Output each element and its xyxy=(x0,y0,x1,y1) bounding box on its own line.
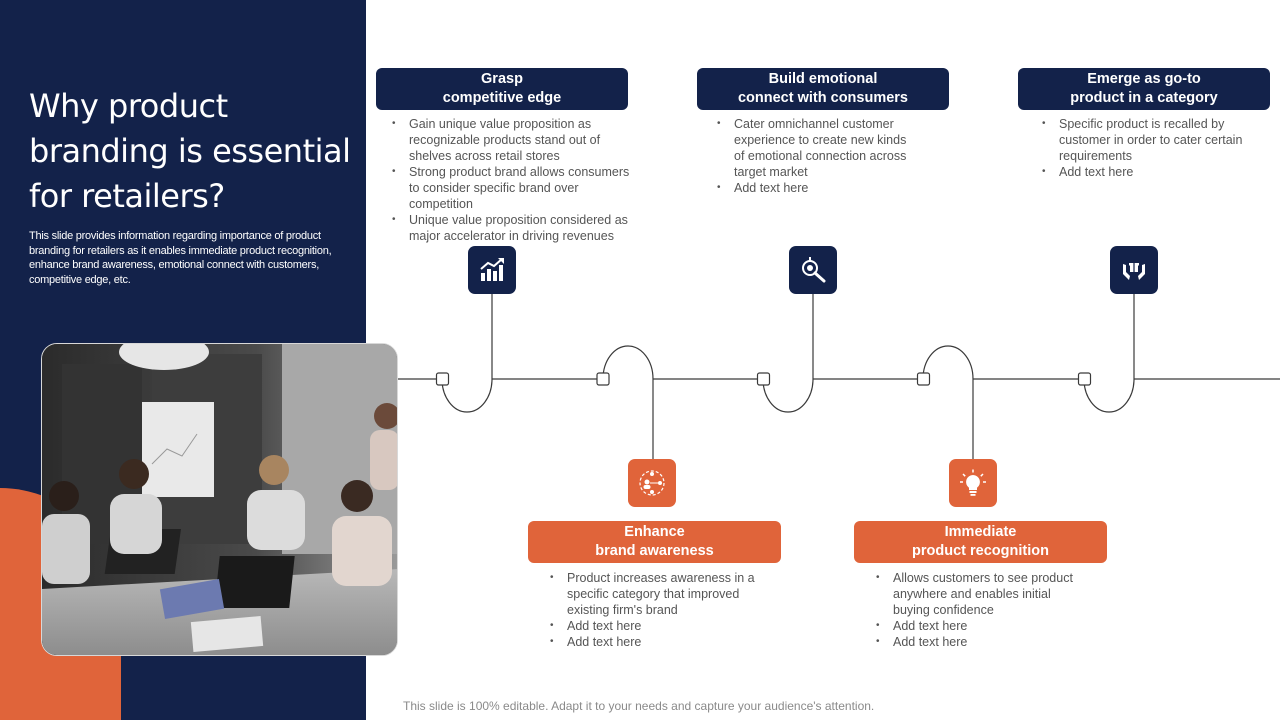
timeline-loop-down-2 xyxy=(762,378,814,413)
bullet-item: Strong product brand allows consumers to… xyxy=(391,164,641,212)
header-immediate-product-recognition: Immediate product recognition xyxy=(854,521,1107,563)
bullet-item: Allows customers to see product anywhere… xyxy=(875,570,1090,618)
footer-note: This slide is 100% editable. Adapt it to… xyxy=(403,699,875,713)
bullet-item: Specific product is recalled by customer… xyxy=(1041,116,1246,164)
bullet-item: Add text here xyxy=(875,634,1090,650)
bullet-item: Add text here xyxy=(875,618,1090,634)
bullet-item: Product increases awareness in a specifi… xyxy=(549,570,764,618)
timeline-loop-down-1 xyxy=(441,378,493,413)
header-enhance-brand-awareness: Enhance brand awareness xyxy=(528,521,781,563)
timeline-node xyxy=(756,372,771,386)
timeline-node xyxy=(596,372,610,386)
bullet-item: Gain unique value proposition as recogni… xyxy=(391,116,641,164)
network-people-icon xyxy=(628,459,676,507)
timeline-loop-down-3 xyxy=(1083,378,1135,413)
bullets-immediate-product-recognition: Allows customers to see product anywhere… xyxy=(875,570,1090,650)
slide-subtitle: This slide provides information regardin… xyxy=(29,230,332,286)
header-emerge-go-to-product: Emerge as go-to product in a category xyxy=(1018,68,1270,110)
bullets-enhance-brand-awareness: Product increases awareness in a specifi… xyxy=(549,570,764,650)
bullets-grasp-competitive-edge: Gain unique value proposition as recogni… xyxy=(391,116,641,244)
lightbulb-icon xyxy=(949,459,997,507)
team-meeting-photo xyxy=(41,343,398,656)
header-build-emotional-connect: Build emotional connect with consumers xyxy=(697,68,949,110)
header-grasp-competitive-edge: Grasp competitive edge xyxy=(376,68,628,110)
bullets-build-emotional-connect: Cater omnichannel customer experience to… xyxy=(716,116,916,196)
search-target-icon xyxy=(789,246,837,294)
bullet-item: Add text here xyxy=(716,180,916,196)
bullet-item: Unique value proposition considered as m… xyxy=(391,212,641,244)
slide-title: Why product branding is essential for re… xyxy=(29,87,351,215)
bullet-item: Cater omnichannel customer experience to… xyxy=(716,116,916,180)
hands-gift-icon xyxy=(1110,246,1158,294)
growth-chart-icon xyxy=(468,246,516,294)
timeline-node xyxy=(916,372,931,386)
bullet-item: Add text here xyxy=(549,634,764,650)
timeline-loop-up-1 xyxy=(602,345,654,380)
bullets-emerge-go-to-product: Specific product is recalled by customer… xyxy=(1041,116,1246,180)
timeline-node xyxy=(1077,372,1092,386)
bullet-item: Add text here xyxy=(549,618,764,634)
bullet-item: Add text here xyxy=(1041,164,1246,180)
timeline-loop-up-2 xyxy=(922,345,974,380)
timeline-node xyxy=(435,372,450,386)
